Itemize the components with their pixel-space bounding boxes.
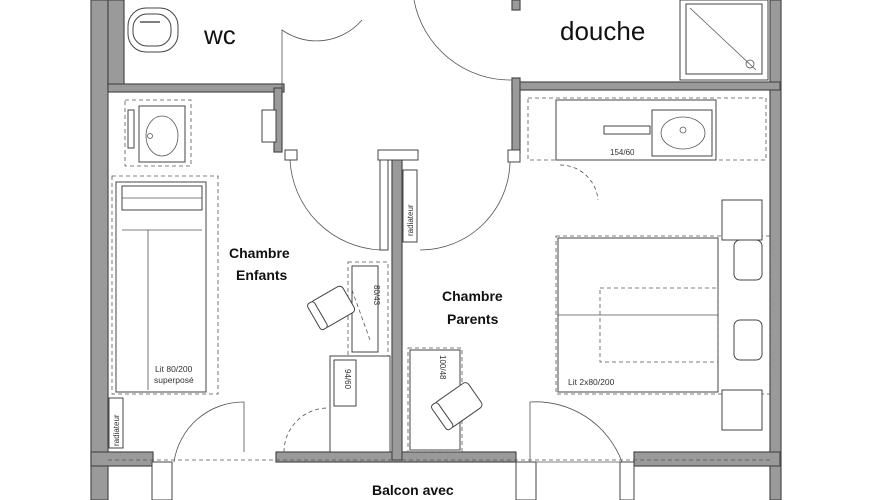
wall-center <box>391 154 403 461</box>
bed-parents-label: Lit 2x80/200 <box>568 377 615 387</box>
door-balcony-right <box>529 401 623 463</box>
bunk-bed <box>111 175 219 395</box>
toilet <box>127 7 179 53</box>
radiator-left-label: radiateur <box>112 414 121 446</box>
wall-right <box>769 0 782 500</box>
wall-wc-bottom <box>107 83 285 93</box>
door-chambre-parents <box>419 161 511 251</box>
desk-enfants-2-label: 94/60 <box>343 369 352 390</box>
wall-bottom-right <box>633 451 781 467</box>
radiator-center-label: radiateur <box>406 204 415 236</box>
radiator-left <box>108 397 124 449</box>
bunk-label-2: superposé <box>154 375 194 385</box>
door-closet-parents <box>559 164 599 201</box>
door-chambre-enfants <box>289 159 381 251</box>
wall-wc-stub <box>261 109 277 143</box>
wall-center-cap <box>377 149 419 161</box>
wall-douche-left2 <box>511 77 521 153</box>
radiator-center <box>402 169 418 243</box>
label-chambre-parents-2: Parents <box>447 311 499 327</box>
label-chambre-enfants-2: Enfants <box>236 267 288 283</box>
label-wc: wc <box>203 20 236 50</box>
wall-wc-stub2 <box>284 149 298 161</box>
label-chambre-parents-1: Chambre <box>442 288 503 304</box>
window-right-a <box>515 461 537 500</box>
window-right-b <box>619 461 635 500</box>
door-wc <box>281 19 363 88</box>
bunk-label-1: Lit 80/200 <box>155 364 193 374</box>
vanity-parents <box>527 97 767 161</box>
wall-wc-left <box>107 0 125 89</box>
wall-left <box>90 0 109 500</box>
label-douche: douche <box>560 16 645 46</box>
window-left <box>151 461 173 500</box>
door-closet-enfants <box>283 407 329 453</box>
chair-parents <box>430 382 483 431</box>
sink-enfants-tap <box>127 109 135 149</box>
double-bed <box>555 199 771 431</box>
door-balcony-left <box>173 401 245 463</box>
desk-enfants-1 <box>347 261 389 357</box>
label-balcon: Balcon avec <box>372 482 454 498</box>
label-chambre-enfants-1: Chambre <box>229 245 290 261</box>
desk-enfants-1-label: 80/43 <box>372 285 381 306</box>
wall-bottom-left <box>90 451 154 467</box>
chair-enfants-1 <box>307 285 356 331</box>
wall-douche-left <box>511 0 521 11</box>
wall-douche-stub <box>507 149 521 163</box>
sink-enfants <box>124 99 192 167</box>
desk-enfants-2 <box>329 355 391 453</box>
desk-parents-label: 100/48 <box>438 355 447 380</box>
shower-tray <box>679 0 769 81</box>
vanity-label: 154/60 <box>610 148 635 157</box>
wall-center-left-strip <box>379 159 389 251</box>
desk-enfants-guide <box>351 289 371 341</box>
door-douche <box>413 0 513 88</box>
wall-douche-bottom <box>511 81 781 91</box>
